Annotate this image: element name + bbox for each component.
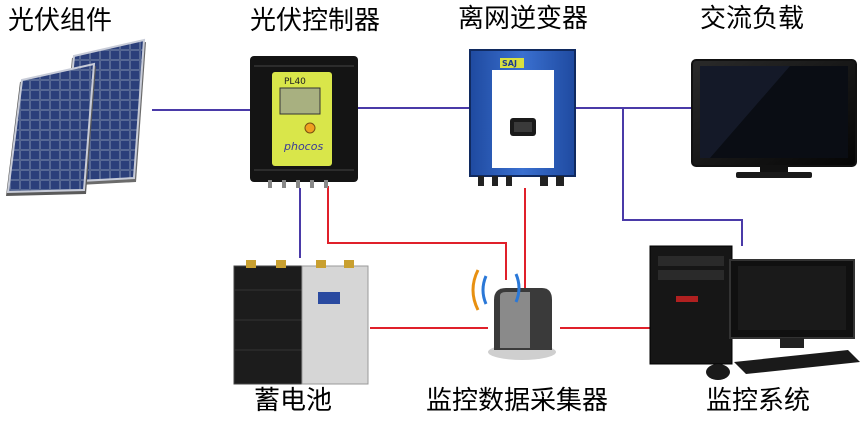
inverter-brand: SAJ bbox=[502, 59, 517, 68]
inverter-icon: SAJ bbox=[469, 49, 576, 186]
label-collector: 监控数据采集器 bbox=[426, 386, 609, 416]
line-inverter-monitor bbox=[622, 108, 743, 246]
label-ac-load: 交流负载 bbox=[700, 4, 805, 34]
line-controller-collector bbox=[327, 186, 507, 280]
label-battery: 蓄电池 bbox=[254, 386, 333, 416]
power-lines bbox=[152, 107, 743, 258]
tv-icon bbox=[691, 59, 857, 178]
controller-brand: phocos bbox=[283, 140, 323, 153]
charge-controller-icon: PL40 phocos bbox=[250, 56, 358, 188]
controller-model: PL40 bbox=[284, 77, 306, 87]
data-lines bbox=[327, 186, 650, 329]
label-monitor: 监控系统 bbox=[706, 386, 811, 416]
wifi-router-icon bbox=[471, 269, 556, 360]
label-pv-module: 光伏组件 bbox=[8, 6, 113, 36]
solar-panel-icon bbox=[6, 38, 146, 196]
label-inverter: 离网逆变器 bbox=[458, 4, 589, 34]
desktop-computer-icon bbox=[649, 245, 860, 380]
battery-icon bbox=[233, 260, 369, 385]
label-pv-controller: 光伏控制器 bbox=[250, 6, 381, 36]
